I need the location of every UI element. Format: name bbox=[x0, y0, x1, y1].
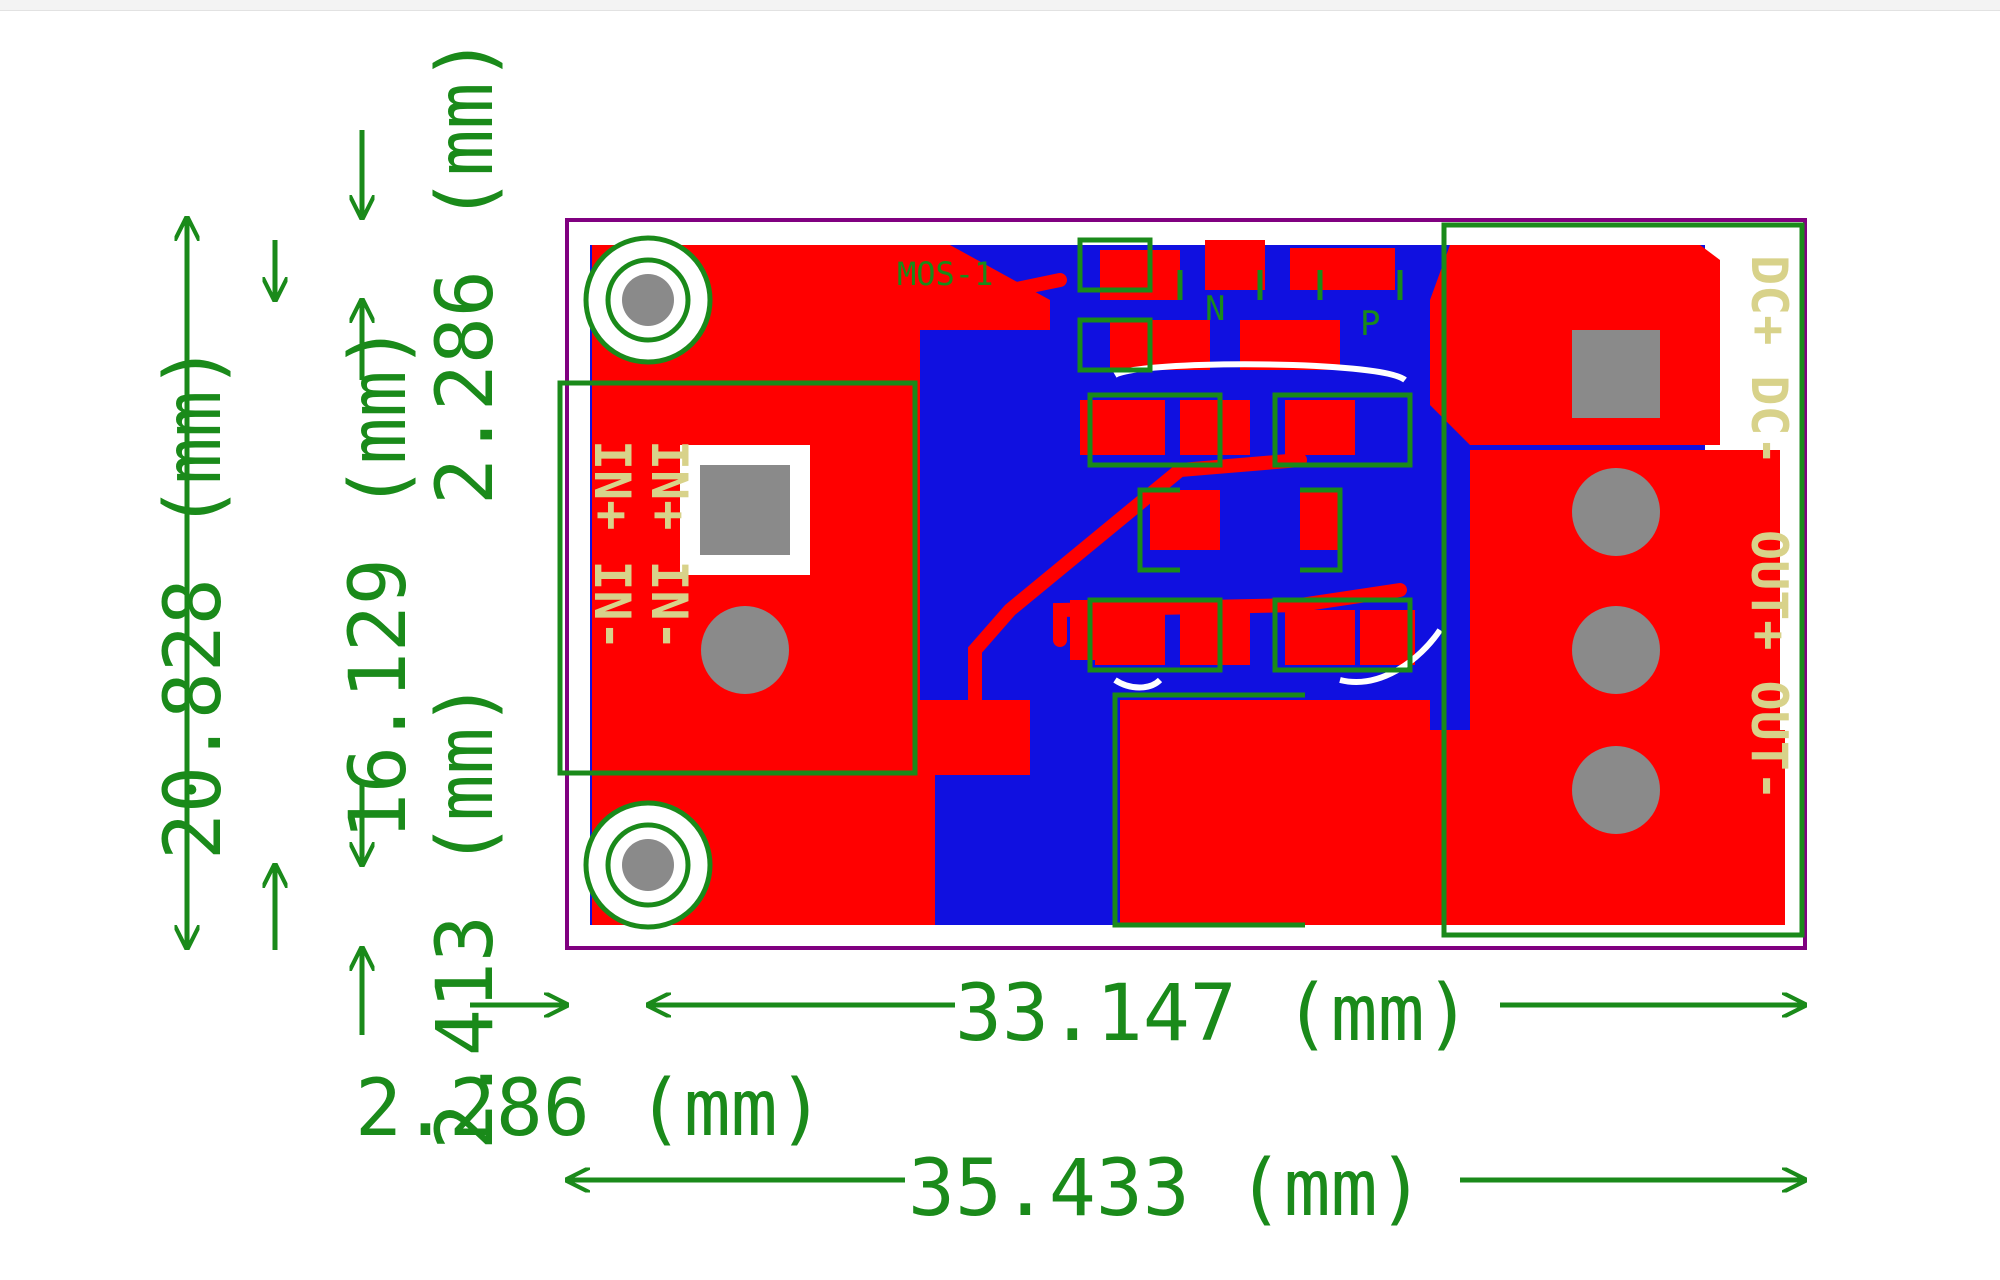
mosfet-label: MOS-1 bbox=[897, 255, 993, 293]
p-channel-label: P bbox=[1360, 304, 1380, 344]
dim-height-top: 2.286 (mm) bbox=[421, 35, 511, 505]
output-square-pad bbox=[1572, 330, 1660, 418]
input-square-pad bbox=[700, 465, 790, 555]
output-label-2: OUT+ OUT- bbox=[1740, 530, 1798, 801]
dimension-lines bbox=[187, 130, 1805, 1180]
output-label-1: DC+ DC- bbox=[1740, 255, 1798, 466]
output-round-pad-1 bbox=[1572, 468, 1660, 556]
output-round-pad-3 bbox=[1572, 746, 1660, 834]
dim-height-total: 20.828 (mm) bbox=[149, 343, 239, 860]
window-top-strip bbox=[0, 0, 2000, 11]
n-channel-label: N bbox=[1205, 289, 1225, 329]
top-copper-layer bbox=[592, 240, 1785, 925]
component-outlines bbox=[557, 222, 1805, 938]
dim-width-inner: 33.147 (mm) bbox=[955, 969, 1472, 1059]
mounting-hole-bottom bbox=[583, 800, 713, 930]
dim-height-mid: 16.129 (mm) bbox=[334, 323, 424, 840]
dim-height-bottom: 2.413 (mm) bbox=[421, 680, 511, 1150]
dim-width-margin: 2.286 (mm) bbox=[355, 1064, 825, 1154]
dim-width-total: 35.433 (mm) bbox=[908, 1144, 1425, 1234]
output-round-pad-2 bbox=[1572, 606, 1660, 694]
input-label-1: IN+ IN- bbox=[640, 440, 698, 651]
mounting-hole-top bbox=[583, 235, 713, 365]
input-label-2: IN+ IN- bbox=[583, 440, 641, 651]
input-round-pad bbox=[701, 606, 789, 694]
